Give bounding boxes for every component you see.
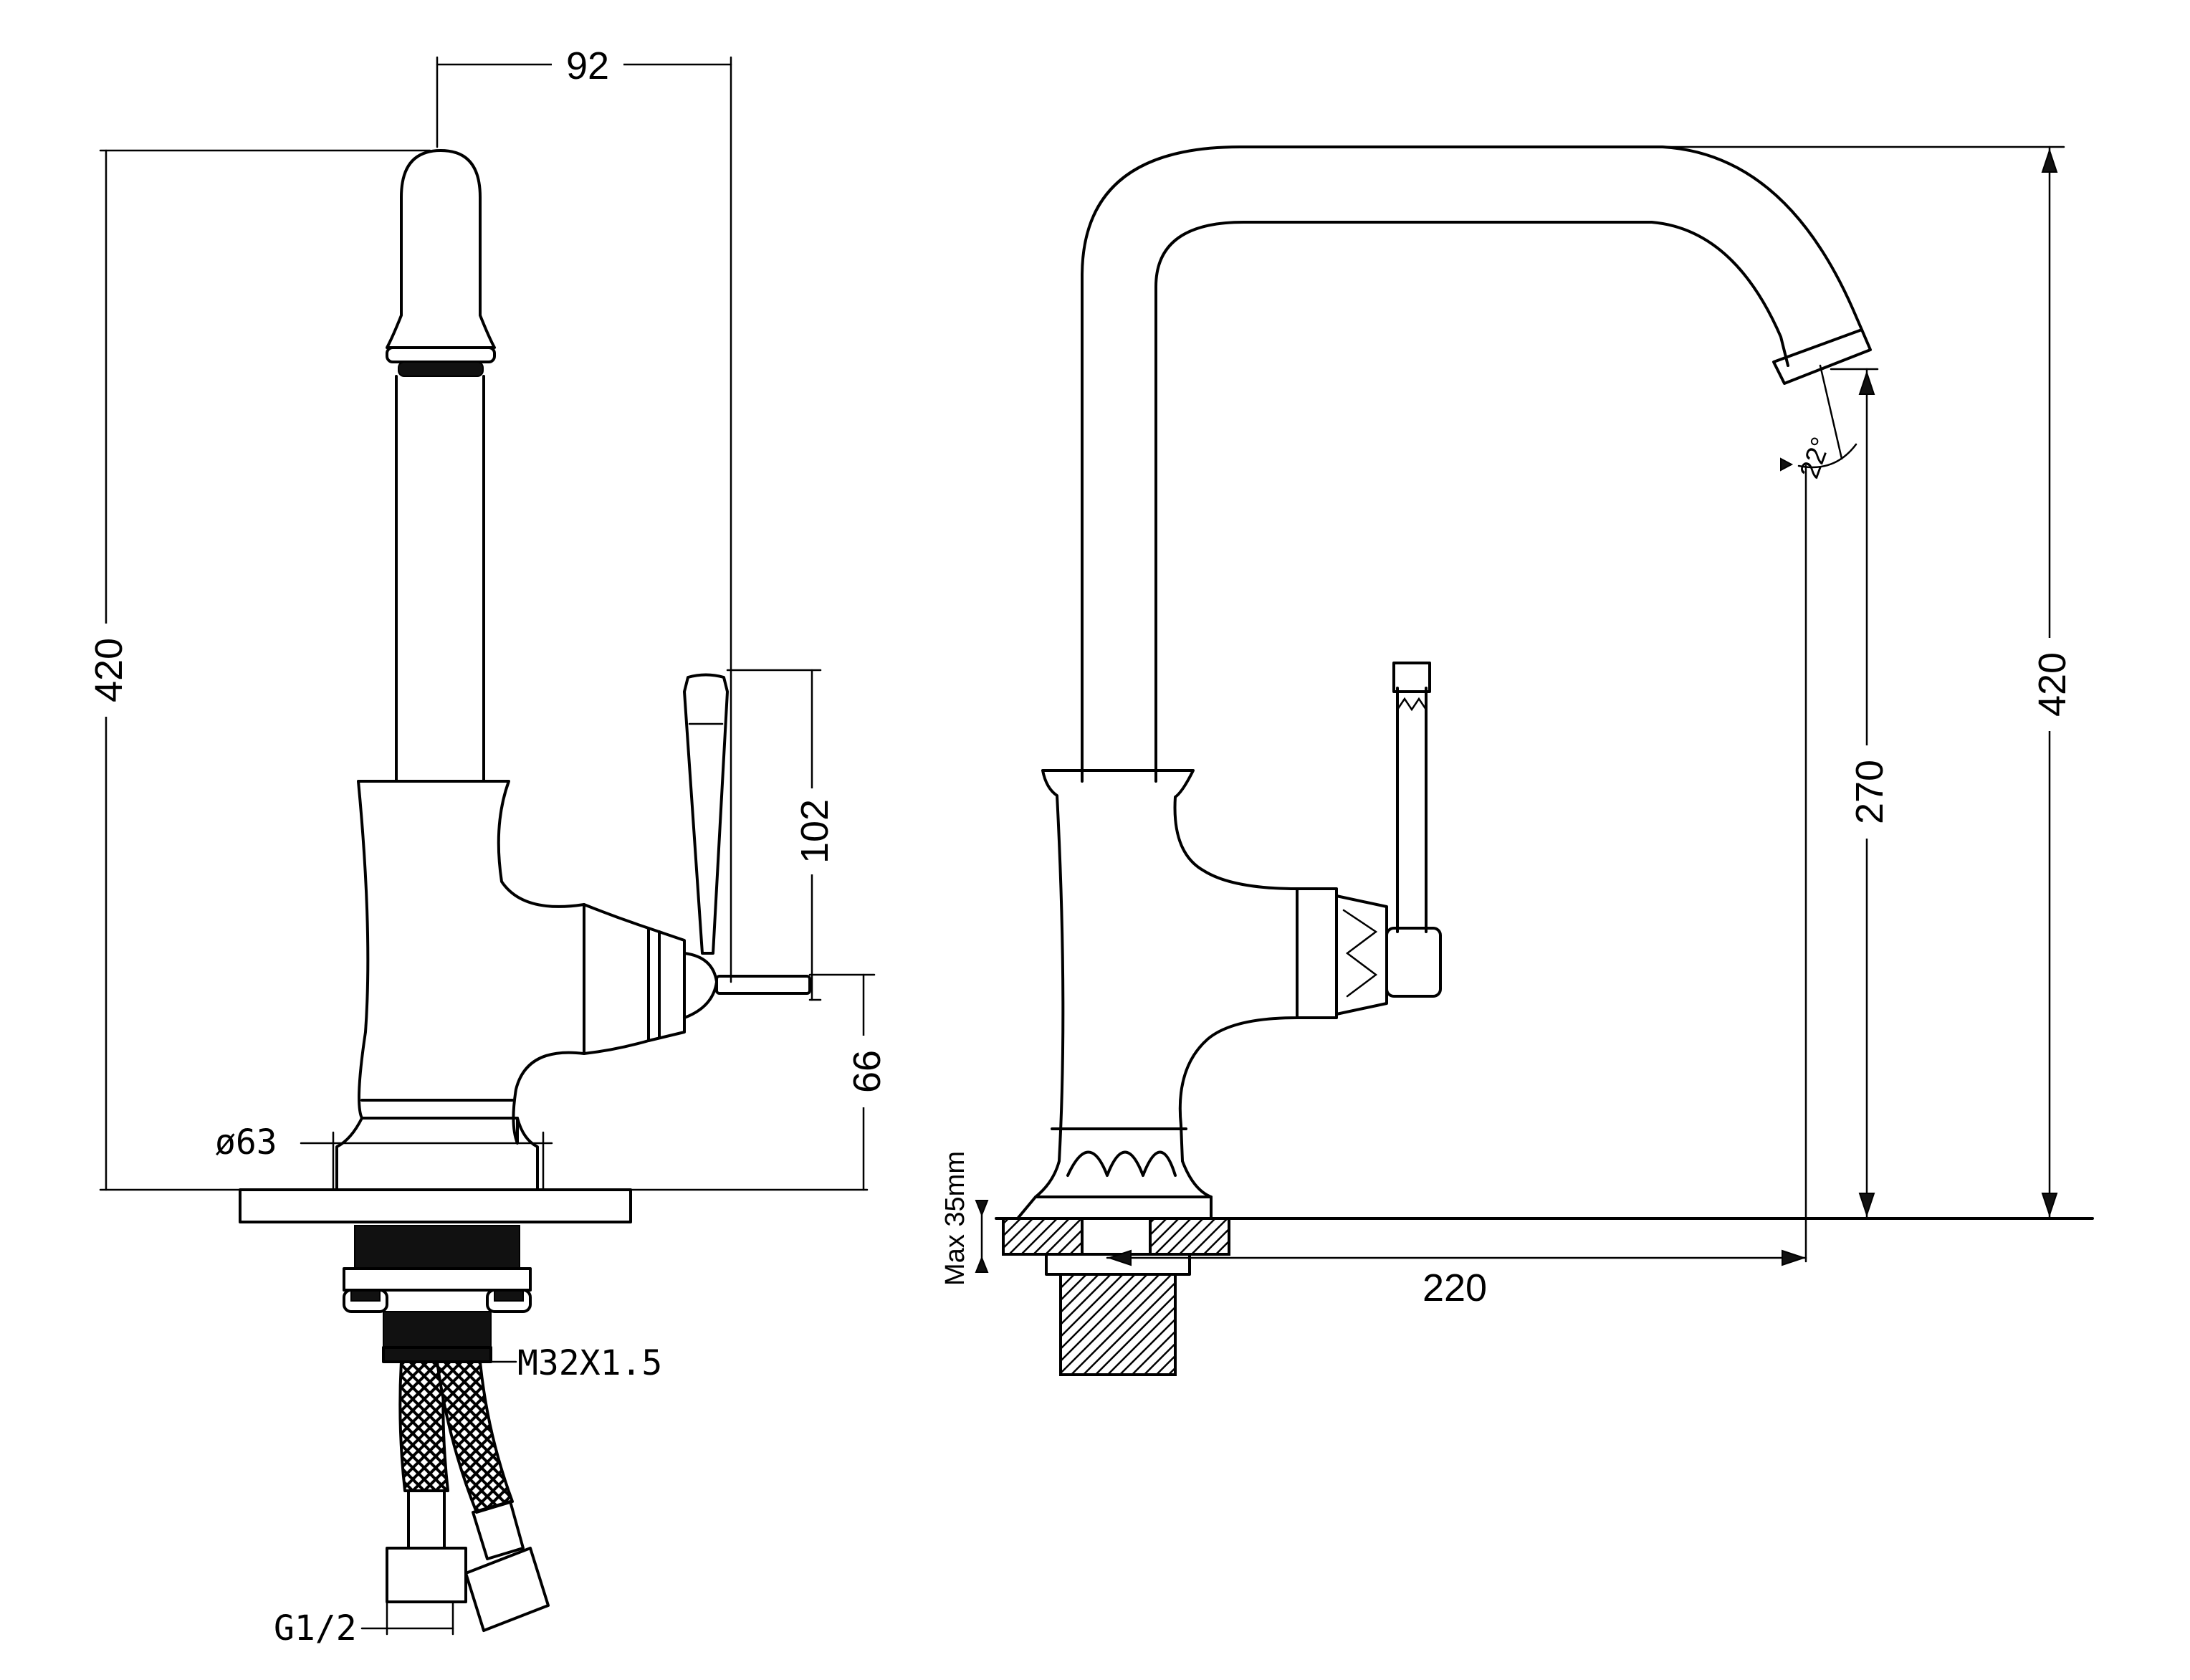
crown-pattern — [1066, 1150, 1177, 1177]
spout-tip — [386, 149, 496, 349]
front-threaded-shank — [1059, 1273, 1177, 1376]
thread-label: M32X1.5 — [517, 1343, 662, 1383]
bolt-head-right — [486, 1289, 532, 1313]
front-lever-cap — [1335, 894, 1388, 1016]
spout-inner — [1154, 221, 1789, 783]
lever-stub — [715, 975, 811, 995]
front-lever-spring — [1396, 697, 1428, 712]
front-lever-zigzag — [1342, 909, 1378, 998]
angle-arc — [1797, 443, 1857, 469]
hose-fitting-right — [472, 1500, 525, 1560]
spout-outer — [1081, 145, 1863, 783]
base-flange — [335, 1117, 539, 1191]
fitting-label: G1/2 — [274, 1608, 357, 1648]
hose-fitting-left — [407, 1489, 446, 1550]
dim-label-220: 220 — [1422, 1266, 1487, 1309]
front-view: 420 270 22° 220 Max 35mm — [940, 145, 2094, 1376]
lever-housing — [583, 903, 686, 1055]
front-lever-knob — [1385, 927, 1442, 998]
front-lever-top — [1392, 662, 1431, 693]
dim-label-92: 92 — [566, 44, 609, 87]
mounting-washer — [343, 1267, 532, 1292]
spout-nozzle — [1772, 328, 1872, 385]
aerator — [398, 361, 484, 377]
dim-label-420-right: 420 — [2031, 652, 2074, 717]
bolt-right — [494, 1289, 524, 1302]
hose-nut-right — [464, 1547, 550, 1632]
angle-label: 22° — [1794, 434, 1837, 482]
bolt-head-left — [343, 1289, 388, 1313]
dim-label-102: 102 — [793, 799, 836, 864]
hose-right — [436, 1360, 514, 1514]
dim-label-420-left: 420 — [87, 638, 130, 702]
front-base — [1016, 1195, 1213, 1220]
bolt-left — [350, 1289, 381, 1302]
front-lever-housing — [1296, 887, 1338, 1019]
faucet-body — [357, 780, 585, 1145]
dim-label-270: 270 — [1848, 760, 1891, 824]
dim-label-66: 66 — [846, 1050, 889, 1093]
lever-handle — [683, 673, 729, 955]
dim-label-63: ø63 — [215, 1122, 277, 1163]
front-body — [1034, 769, 1299, 1198]
angle-line-slant — [1819, 364, 1843, 460]
threaded-shank — [383, 1311, 492, 1362]
side-view: 92 420 102 66 ø63 M32X1.5 G1/2 — [82, 39, 889, 1648]
mounting-nut — [354, 1225, 520, 1269]
aerator-ring — [386, 346, 496, 363]
deck-plate — [239, 1188, 632, 1223]
deck-section-right — [1149, 1217, 1230, 1256]
max-deck-label: Max 35mm — [940, 1151, 970, 1286]
lever-pivot — [683, 952, 718, 1019]
deck-section-left — [1002, 1217, 1084, 1256]
hose-nut-left — [386, 1547, 467, 1603]
